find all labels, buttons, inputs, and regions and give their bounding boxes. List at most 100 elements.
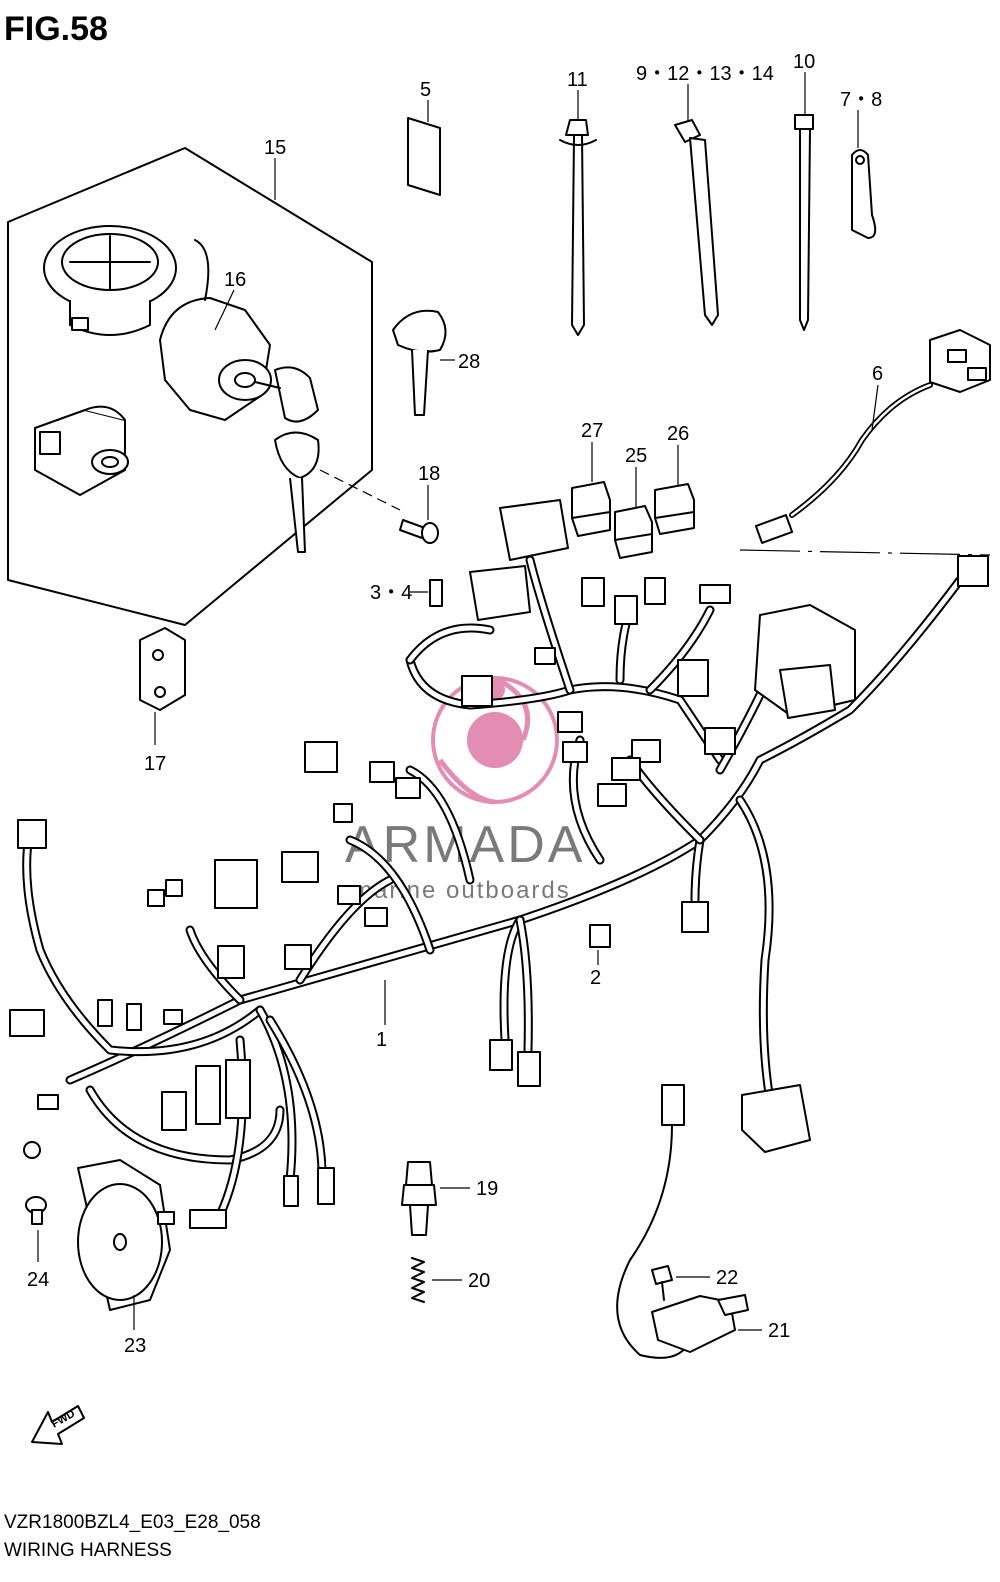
sub-harness-icon xyxy=(739,329,991,556)
horn-icon xyxy=(77,1159,175,1330)
connector-multi-pin-icon xyxy=(214,859,258,909)
connector-multi-pin-icon xyxy=(469,565,531,621)
callout-18: 18 xyxy=(418,463,440,485)
connector-icon xyxy=(704,727,736,755)
key-icon xyxy=(254,366,320,553)
callout-3-4: 3・4 xyxy=(370,582,412,604)
connector-icon xyxy=(562,741,588,763)
seat-lock-icon xyxy=(34,405,129,496)
connector-icon xyxy=(534,647,556,665)
connector-icon xyxy=(557,711,583,733)
connector-icon xyxy=(9,1009,45,1037)
clamp-7-8-icon xyxy=(851,110,877,239)
side-stand-switch-icon xyxy=(616,1084,762,1359)
cable-tie-11-icon xyxy=(559,90,597,336)
callout-22: 22 xyxy=(716,1267,738,1289)
connector-icon xyxy=(317,1167,335,1205)
connector-icon xyxy=(217,945,245,979)
callout-19: 19 xyxy=(476,1178,498,1200)
connector-icon xyxy=(281,851,319,883)
figure-caption: WIRING HARNESS xyxy=(4,1540,172,1561)
connector-icon xyxy=(337,885,361,905)
connector-icon xyxy=(189,1209,227,1229)
fuel-cap-lock-icon xyxy=(43,225,177,336)
label-tag-icon xyxy=(407,100,441,196)
connector-icon xyxy=(126,1003,142,1031)
bolt-22-icon xyxy=(651,1265,710,1301)
connector-icon xyxy=(225,1059,251,1119)
connector-icon xyxy=(283,1175,299,1207)
cable-tie-9-icon xyxy=(674,84,719,326)
callout-1: 1 xyxy=(376,1029,387,1051)
connector-multi-pin-icon xyxy=(499,499,569,561)
callout-24: 24 xyxy=(27,1269,49,1291)
relay-27-icon xyxy=(571,442,611,537)
sensor-switch-icon xyxy=(401,1161,470,1236)
callout-15: 15 xyxy=(264,137,286,159)
figure-code: VZR1800BZL4_E03_E28_058 xyxy=(4,1512,261,1533)
fuse-block-icon xyxy=(589,924,611,965)
callout-27: 27 xyxy=(581,420,603,442)
connector-icon xyxy=(631,739,661,763)
connector-icon xyxy=(597,783,627,807)
callout-25: 25 xyxy=(625,445,647,467)
connector-icon xyxy=(489,1039,513,1071)
connector-icon xyxy=(37,1094,59,1110)
key-blank-icon xyxy=(392,309,455,416)
callout-21: 21 xyxy=(768,1320,790,1342)
connector-icon xyxy=(333,803,353,823)
bracket-17-icon xyxy=(139,627,186,745)
connector-icon xyxy=(147,889,165,907)
connector-icon xyxy=(304,741,338,773)
connector-icon xyxy=(644,577,666,605)
connector-icon xyxy=(581,577,605,607)
callout-26: 26 xyxy=(667,423,689,445)
relay-25-icon xyxy=(614,467,653,559)
callout-7-8: 7・8 xyxy=(840,89,882,111)
relay-26-icon xyxy=(654,445,695,535)
callout-20: 20 xyxy=(468,1270,490,1292)
connector-icon xyxy=(161,1091,187,1131)
connector-icon xyxy=(677,659,709,697)
callout-17: 17 xyxy=(144,753,166,775)
callout-11: 11 xyxy=(567,69,588,91)
connector-icon xyxy=(284,944,312,970)
connector-icon xyxy=(461,675,493,707)
callout-9-12-13-14: 9・12・13・14 xyxy=(636,63,774,85)
harness-connectors xyxy=(9,499,989,1229)
callout-2: 2 xyxy=(590,967,601,989)
callout-6: 6 xyxy=(872,363,883,385)
connector-icon xyxy=(681,901,709,933)
connector-icon xyxy=(699,584,731,604)
connector-icon xyxy=(957,555,989,587)
connector-icon xyxy=(364,907,388,927)
connector-icon xyxy=(165,879,183,897)
fwd-arrow-icon: FWD xyxy=(31,1405,85,1445)
screw-18-icon xyxy=(399,485,439,544)
connector-multi-pin-icon xyxy=(741,1084,811,1153)
connector-icon xyxy=(17,819,47,849)
ring-terminal-icon xyxy=(23,1141,41,1159)
connector-icon xyxy=(195,1065,221,1125)
connector-icon xyxy=(517,1051,541,1087)
callout-16: 16 xyxy=(224,269,246,291)
callout-28: 28 xyxy=(458,351,480,373)
ignition-switch-icon xyxy=(159,239,272,421)
cable-tie-10-icon xyxy=(794,72,814,331)
connector-icon xyxy=(614,595,638,625)
connector-icon xyxy=(395,777,421,799)
callout-5: 5 xyxy=(420,79,431,101)
connector-icon xyxy=(611,757,641,781)
connector-ecu-icon xyxy=(779,664,836,719)
callout-23: 23 xyxy=(124,1335,146,1357)
callout-10: 10 xyxy=(793,51,815,73)
fuse-icon xyxy=(410,579,443,607)
connector-icon xyxy=(369,761,395,783)
lock-set-group: 15 16 xyxy=(7,137,401,626)
figure-title: FIG.58 xyxy=(4,10,108,48)
bolt-24-icon xyxy=(25,1196,47,1262)
connector-icon xyxy=(97,999,113,1027)
spring-icon xyxy=(411,1257,462,1303)
connector-icon xyxy=(163,1009,183,1025)
